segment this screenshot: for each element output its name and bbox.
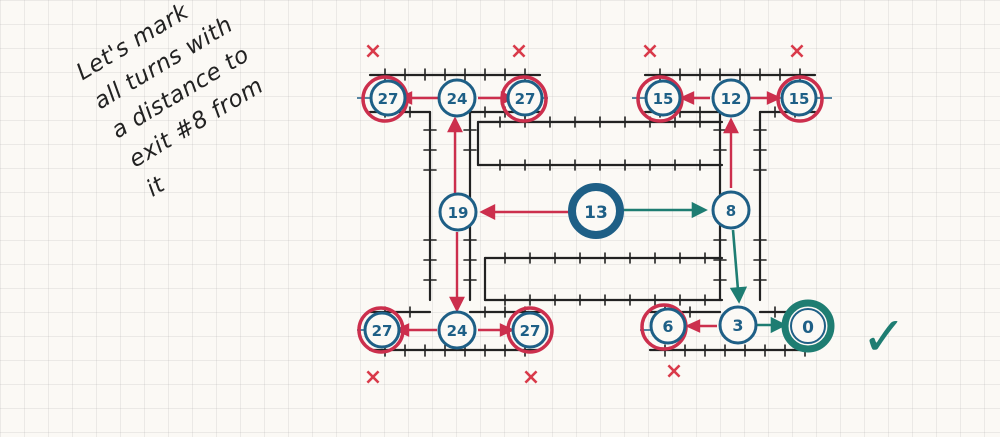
node-bl-right: 27 [511, 311, 549, 349]
node-tl-left: 27 [369, 79, 407, 117]
cross-mark: × [641, 39, 659, 64]
node-bl-mid: 24 [437, 310, 477, 350]
node-tr-left: 15 [644, 79, 682, 117]
node-br-exit: 0 [781, 299, 835, 353]
node-label: 0 [802, 318, 814, 338]
node-label: 27 [520, 322, 541, 340]
node-bl-left: 27 [363, 311, 401, 349]
node-label: 15 [653, 90, 674, 108]
node-label: 27 [372, 322, 393, 340]
green-arrows [620, 201, 787, 334]
cross-marks: × × × × × × × [364, 39, 806, 390]
node-label: 15 [789, 90, 810, 108]
node-tr-mid: 12 [711, 78, 751, 118]
node-tr-right: 15 [780, 79, 818, 117]
cross-mark: × [510, 39, 528, 64]
cross-mark: × [788, 39, 806, 64]
cross-mark: × [665, 359, 683, 384]
node-label: 19 [448, 204, 469, 222]
node-label: 6 [662, 317, 673, 336]
node-label: 27 [378, 90, 399, 108]
check-mark: ✓ [861, 305, 906, 368]
cross-mark: × [364, 39, 382, 64]
node-label: 13 [584, 203, 608, 223]
node-mid-right: 8 [711, 190, 751, 230]
node-tl-mid: 24 [437, 78, 477, 118]
cross-mark: × [522, 365, 540, 390]
cross-mark: × [364, 365, 382, 390]
node-center-start: 13 [568, 183, 624, 239]
node-label: 12 [721, 90, 742, 108]
node-label: 24 [447, 90, 468, 108]
node-label: 24 [447, 322, 468, 340]
node-br-mid: 3 [718, 305, 758, 345]
node-label: 27 [515, 90, 536, 108]
node-label: 8 [726, 202, 736, 220]
node-tl-right: 27 [506, 79, 544, 117]
node-label: 3 [732, 316, 743, 335]
exit-highlights [357, 75, 824, 354]
node-mid-left: 19 [438, 192, 478, 232]
node-br-left: 6 [649, 307, 687, 345]
